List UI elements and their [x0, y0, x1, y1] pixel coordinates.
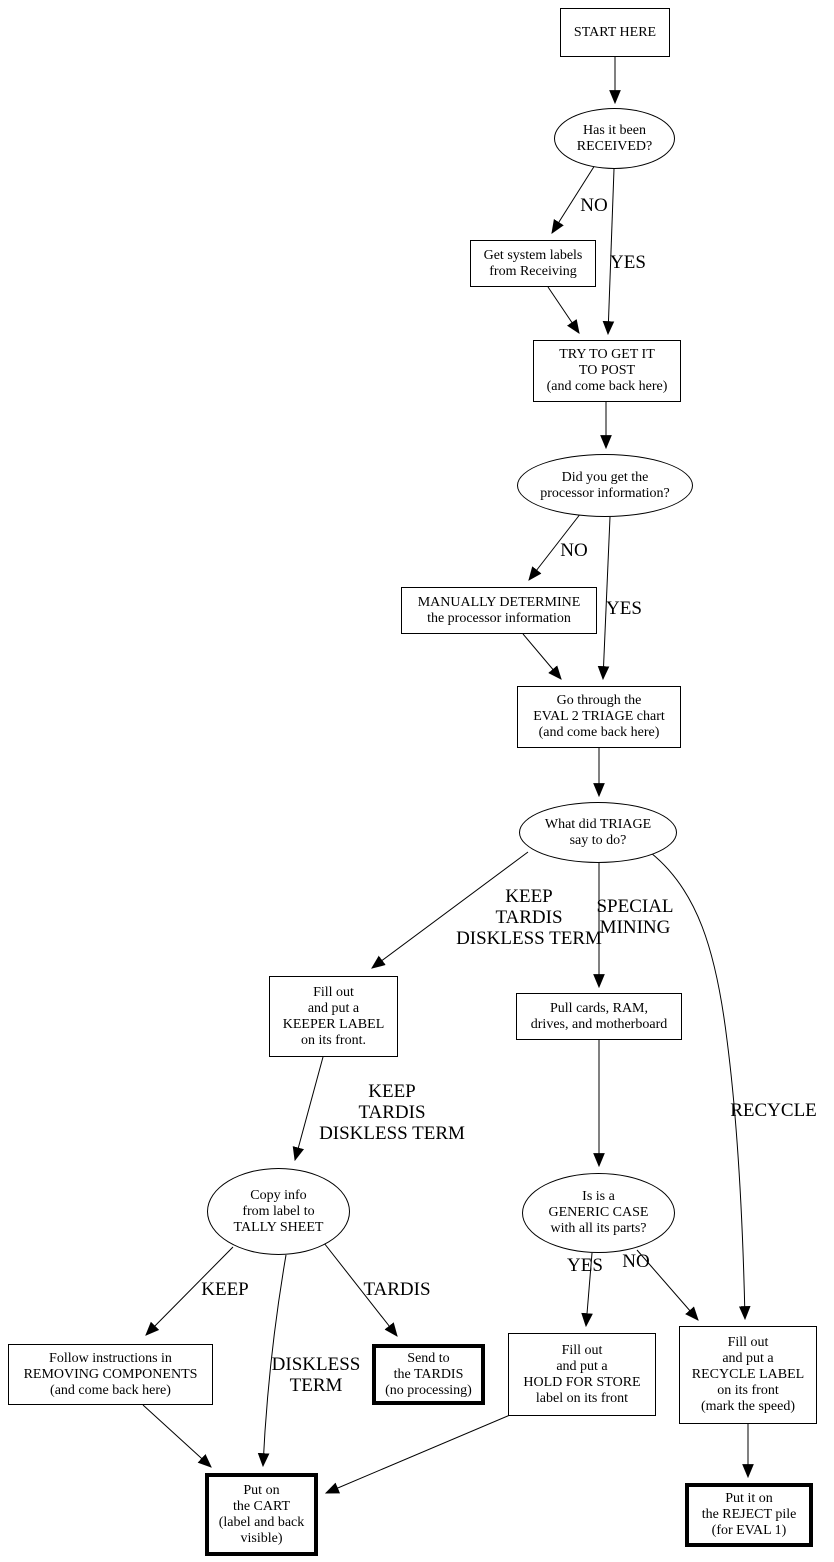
edge-label-tardis: TARDIS — [363, 1279, 431, 1300]
edge-label-diskless-term: DISKLESS TERM — [271, 1354, 361, 1396]
node-pull-cards-ram: Pull cards, RAM, drives, and motherboard — [516, 993, 682, 1040]
node-keeper-label: Fill out and put a KEEPER LABEL on its f… — [269, 976, 398, 1057]
node-eval2-triage-chart: Go through the EVAL 2 TRIAGE chart (and … — [517, 686, 681, 748]
node-recycle-label: Fill out and put a RECYCLE LABEL on its … — [679, 1326, 817, 1424]
edge-received-trypost — [602, 168, 615, 336]
edge-received-getlabels — [551, 164, 596, 234]
edge-generic-holdstore — [581, 1252, 593, 1328]
node-hold-for-store: Fill out and put a HOLD FOR STORE label … — [508, 1333, 656, 1416]
edge-label-keep-tardis-diskless-1: KEEP TARDIS DISKLESS TERM — [456, 886, 602, 949]
edge-label-yes-received: YES — [610, 252, 646, 273]
edge-gotprocessor-manually — [528, 512, 582, 581]
edge-gotprocessor-triage — [597, 516, 611, 681]
edge-getlabels-trypost — [547, 286, 580, 334]
edge-label-no-generic: NO — [622, 1251, 650, 1272]
node-removing-components: Follow instructions in REMOVING COMPONEN… — [8, 1344, 213, 1405]
edge-keeper-tally — [292, 1056, 324, 1162]
edge-label-yes-processor: YES — [606, 598, 642, 619]
node-get-system-labels: Get system labels from Receiving — [470, 240, 596, 287]
edge-whattriage-recycle — [650, 852, 751, 1321]
node-is-generic-case: Is is a GENERIC CASE with all its parts? — [522, 1173, 675, 1253]
node-has-it-been-received: Has it been RECEIVED? — [554, 108, 675, 169]
edge-label-yes-generic: YES — [567, 1255, 603, 1276]
edge-label-no-received: NO — [580, 195, 608, 216]
node-what-did-triage-say: What did TRIAGE say to do? — [519, 802, 677, 863]
node-manually-determine: MANUALLY DETERMINE the processor informa… — [401, 587, 597, 634]
edge-whattriage-keeper — [371, 851, 529, 969]
node-copy-info-tally-sheet: Copy info from label to TALLY SHEET — [207, 1168, 350, 1255]
node-start-here: START HERE — [560, 8, 670, 57]
edge-label-keep: KEEP — [201, 1279, 249, 1300]
edge-tally-cart — [257, 1254, 287, 1468]
node-did-you-get-processor-info: Did you get the processor information? — [517, 454, 693, 517]
node-put-on-cart: Put on the CART (label and back visible) — [205, 1473, 318, 1556]
edge-holdstore-cart — [324, 1414, 511, 1494]
edge-removing-cart — [142, 1404, 212, 1468]
edge-label-recycle: RECYCLE — [730, 1100, 817, 1121]
edge-label-special-mining: SPECIAL MINING — [596, 896, 674, 938]
edge-manually-triage — [522, 633, 562, 680]
edge-tally-sendtardis — [323, 1242, 398, 1337]
node-try-to-get-it-to-post: TRY TO GET IT TO POST (and come back her… — [533, 340, 681, 402]
edge-tally-removing — [145, 1246, 234, 1336]
edge-generic-recycle — [636, 1249, 699, 1321]
node-reject-pile: Put it on the REJECT pile (for EVAL 1) — [685, 1483, 813, 1547]
edge-label-keep-tardis-diskless-2: KEEP TARDIS DISKLESS TERM — [319, 1081, 465, 1144]
edge-label-no-processor: NO — [560, 540, 588, 561]
node-send-to-tardis: Send to the TARDIS (no processing) — [372, 1344, 485, 1405]
